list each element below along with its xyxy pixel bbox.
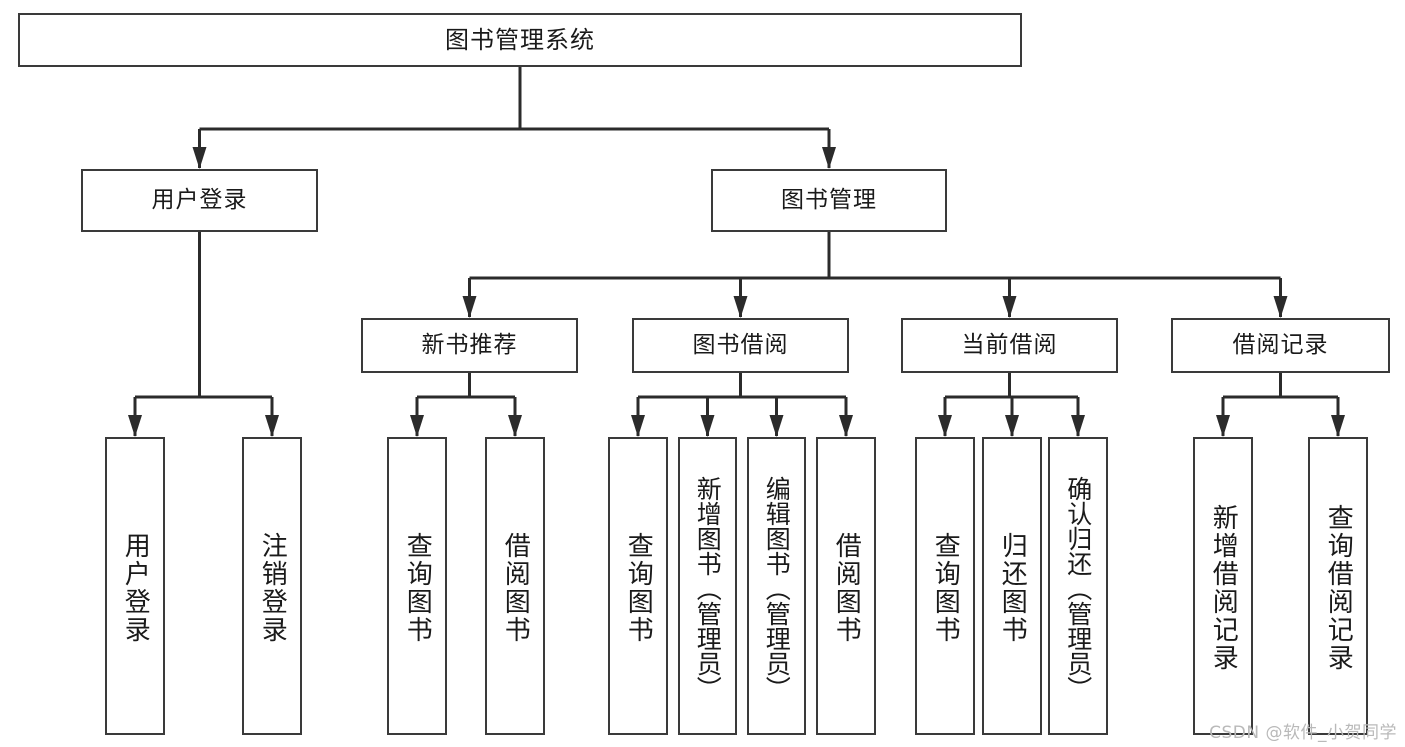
node-label: 查询图书 [402, 532, 433, 644]
node-l2-borrow-record: 借阅记录 [1171, 318, 1390, 373]
node-label: 借阅记录 [1232, 331, 1329, 358]
node-label: 查询图书 [930, 532, 961, 644]
connector-arrowhead [1216, 415, 1230, 437]
connector-arrowhead [822, 147, 836, 169]
connector-arrowhead [1071, 415, 1085, 437]
node-label: 新增借阅记录 [1208, 504, 1239, 672]
node-leaf-logout-login: 注销登录 [242, 437, 302, 735]
node-l2-book-borrow: 图书借阅 [632, 318, 849, 373]
node-label: 图书管理 [781, 186, 877, 213]
node-l1-user-login: 用户登录 [81, 169, 318, 232]
connector-arrowhead [265, 415, 279, 437]
connector-arrowhead [1002, 296, 1017, 318]
node-leaf-query-borrow-record: 查询借阅记录 [1308, 437, 1368, 735]
connector-arrowhead [462, 296, 477, 318]
node-label: 借阅图书 [500, 532, 531, 644]
connector-arrowhead [733, 296, 748, 318]
node-root: 图书管理系统 [18, 13, 1022, 67]
node-leaf-add-borrow-record: 新增借阅记录 [1193, 437, 1253, 735]
node-label: 用户登录 [120, 532, 151, 644]
node-leaf-query-book-3: 查询图书 [915, 437, 975, 735]
node-label: 当前借阅 [961, 331, 1058, 358]
connector-arrowhead [631, 415, 645, 437]
connector-arrowhead [410, 415, 424, 437]
node-leaf-confirm-return-admin: 确认归还（管理员） [1048, 437, 1108, 735]
node-label: 用户登录 [151, 186, 248, 213]
node-label: 图书管理系统 [445, 25, 595, 54]
connector-arrowhead [128, 415, 142, 437]
connector-arrowhead [1273, 296, 1288, 318]
connector-arrowhead [1005, 415, 1019, 437]
connector-arrowhead [508, 415, 522, 437]
node-l1-book-manage: 图书管理 [711, 169, 947, 232]
connector-arrowhead [700, 415, 715, 437]
node-label: 图书借阅 [692, 331, 789, 358]
node-l2-current-borrow: 当前借阅 [901, 318, 1118, 373]
node-leaf-return-book: 归还图书 [982, 437, 1042, 735]
node-label: 归还图书 [997, 532, 1028, 644]
connector-arrowhead [192, 147, 207, 169]
node-label: 注销登录 [257, 532, 288, 644]
node-leaf-query-book-2: 查询图书 [608, 437, 668, 735]
node-leaf-add-book-admin: 新增图书（管理员） [678, 437, 737, 735]
node-leaf-borrow-book-1: 借阅图书 [485, 437, 545, 735]
node-label: 新书推荐 [421, 331, 518, 358]
watermark: CSDN @软件_小贺同学 [1209, 723, 1397, 743]
node-leaf-borrow-book-2: 借阅图书 [816, 437, 876, 735]
node-label: 借阅图书 [831, 532, 862, 644]
node-l2-new-book-rec: 新书推荐 [361, 318, 578, 373]
node-label: 编辑图书（管理员） [762, 475, 792, 701]
node-leaf-user-login: 用户登录 [105, 437, 165, 735]
node-label: 查询图书 [623, 532, 654, 644]
connector-arrowhead [839, 415, 853, 437]
connector-arrowhead [769, 415, 784, 437]
node-label: 确认归还（管理员） [1063, 475, 1093, 701]
node-leaf-edit-book-admin: 编辑图书（管理员） [747, 437, 806, 735]
connector-arrowhead [938, 415, 952, 437]
connector-arrowhead [1331, 415, 1345, 437]
node-label: 新增图书（管理员） [693, 475, 723, 701]
node-label: 查询借阅记录 [1323, 504, 1354, 672]
node-leaf-query-book-1: 查询图书 [387, 437, 447, 735]
